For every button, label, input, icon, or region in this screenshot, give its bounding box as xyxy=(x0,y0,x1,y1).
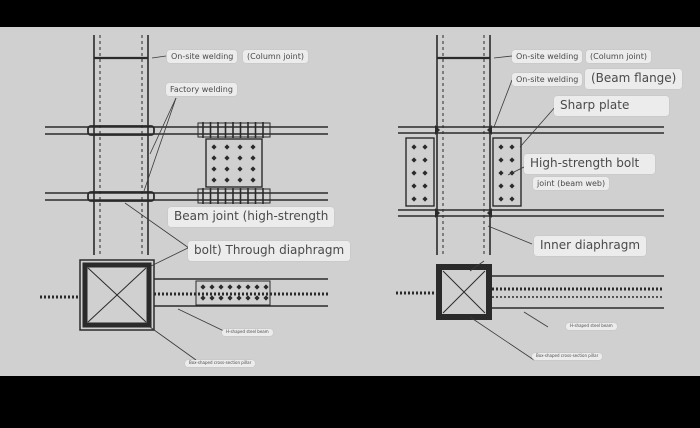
diagram-photo: On-site welding (Column joint) Factory w… xyxy=(0,27,700,376)
bolt-mark xyxy=(498,144,504,150)
structural-drawing xyxy=(40,35,664,361)
label-joint-beam-web: joint (beam web) xyxy=(533,177,610,191)
bolt-mark xyxy=(227,295,233,301)
bolt-mark xyxy=(224,177,230,183)
bolt-mark xyxy=(245,284,251,290)
bolt-mark xyxy=(263,284,269,290)
bolt-mark xyxy=(218,284,224,290)
bolt-mark xyxy=(411,144,417,150)
label-box-pillar-left: Box-shaped cross-section pillar xyxy=(185,360,256,367)
bolt-mark xyxy=(254,295,260,301)
label-column-joint-left: (Column joint) xyxy=(243,50,308,64)
left-plan xyxy=(40,259,328,331)
bolt-mark xyxy=(200,284,206,290)
bolt-mark xyxy=(227,284,233,290)
bolt-mark xyxy=(254,284,260,290)
bolt-mark xyxy=(209,284,215,290)
bolt-mark xyxy=(211,155,217,161)
bolt-mark xyxy=(237,166,243,172)
right-elevation xyxy=(398,35,664,255)
bolt-mark xyxy=(250,144,256,150)
bolt-mark xyxy=(422,196,428,202)
bolt-mark xyxy=(422,144,428,150)
bolt-mark xyxy=(236,295,242,301)
bolt-mark xyxy=(263,295,269,301)
right-plan xyxy=(396,264,664,320)
bolt-mark xyxy=(250,177,256,183)
bolt-mark xyxy=(411,183,417,189)
label-beam-joint: Beam joint (high-strength xyxy=(168,207,335,227)
bolt-mark xyxy=(509,144,515,150)
bolt-mark xyxy=(224,166,230,172)
label-through-diaphragm: bolt) Through diaphragm xyxy=(188,241,351,261)
bolt-mark xyxy=(498,157,504,163)
right-leaders xyxy=(469,55,557,361)
bolt-mark xyxy=(209,295,215,301)
bolt-mark xyxy=(218,295,224,301)
bolt-mark xyxy=(411,196,417,202)
bolt-mark xyxy=(250,155,256,161)
label-inner-diaphragm: Inner diaphragm xyxy=(534,236,647,256)
bolt-mark xyxy=(236,284,242,290)
bolt-mark xyxy=(237,144,243,150)
bolt-mark xyxy=(211,166,217,172)
label-h-beam-left: H-shaped steel beam xyxy=(222,329,273,336)
bolt-mark xyxy=(498,183,504,189)
bolt-mark xyxy=(411,157,417,163)
bolt-mark xyxy=(422,157,428,163)
bolt-mark xyxy=(422,183,428,189)
label-onsite-welding-right-2: On-site welding xyxy=(512,73,583,87)
label-factory-welding: Factory welding xyxy=(166,83,237,97)
label-box-pillar-right: Box-shaped cross-section pillar xyxy=(532,353,603,360)
bolt-mark xyxy=(211,177,217,183)
bolt-mark xyxy=(411,170,417,176)
label-column-joint-right: (Column joint) xyxy=(586,50,651,64)
bolt-mark xyxy=(237,177,243,183)
label-high-strength-bolt: High-strength bolt xyxy=(524,154,656,174)
bolt-mark xyxy=(224,155,230,161)
label-onsite-welding-right-1: On-site welding xyxy=(512,50,583,64)
bolt-mark xyxy=(237,155,243,161)
bolt-mark xyxy=(211,144,217,150)
bolt-mark xyxy=(509,183,515,189)
bolt-mark xyxy=(224,144,230,150)
bolt-mark xyxy=(509,157,515,163)
bolt-mark xyxy=(422,170,428,176)
bolt-mark xyxy=(498,196,504,202)
label-beam-flange: (Beam flange) xyxy=(585,69,683,89)
right-weld-marks xyxy=(435,125,492,218)
bolt-mark xyxy=(509,196,515,202)
label-h-beam-right: H-shaped steel beam xyxy=(566,323,617,330)
left-elevation xyxy=(45,35,328,255)
bolt-mark xyxy=(200,295,206,301)
left-leaders xyxy=(124,55,232,361)
bolt-mark xyxy=(245,295,251,301)
bolt-mark xyxy=(250,166,256,172)
bolt-mark xyxy=(498,170,504,176)
label-sharp-plate: Sharp plate xyxy=(554,96,670,116)
label-onsite-welding-left: On-site welding xyxy=(167,50,238,64)
